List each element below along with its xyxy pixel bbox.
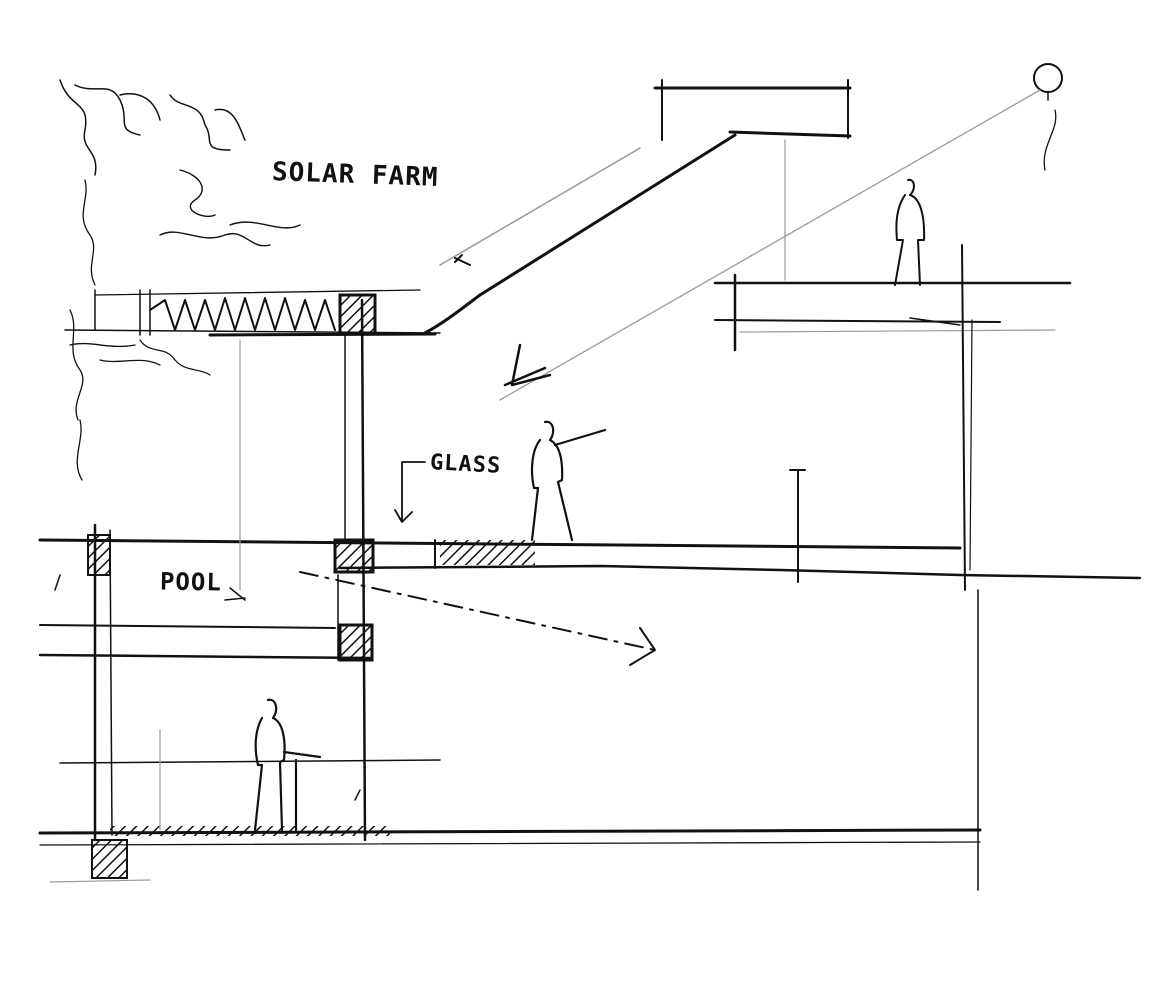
main-floor bbox=[38, 469, 1142, 583]
left-columns bbox=[87, 298, 374, 842]
view-line bbox=[299, 571, 656, 666]
lower-floor bbox=[38, 589, 982, 891]
pool-label: POOL bbox=[159, 567, 223, 597]
person-figure-middle bbox=[530, 420, 607, 542]
sun-icon bbox=[499, 63, 1063, 401]
glass-label: GLASS bbox=[429, 450, 502, 479]
pool-area bbox=[38, 574, 372, 660]
roof-cantilever bbox=[653, 79, 852, 281]
upper-right-decks bbox=[713, 244, 1072, 591]
person-figure-upper bbox=[894, 178, 926, 286]
solar-farm-label: SOLAR FARM bbox=[271, 157, 440, 193]
glass-pointer bbox=[394, 461, 426, 523]
solar-ramp bbox=[423, 133, 737, 335]
roof-deck-left bbox=[64, 289, 441, 337]
tree-scribbles bbox=[59, 79, 301, 481]
person-figure-lower bbox=[253, 698, 322, 832]
